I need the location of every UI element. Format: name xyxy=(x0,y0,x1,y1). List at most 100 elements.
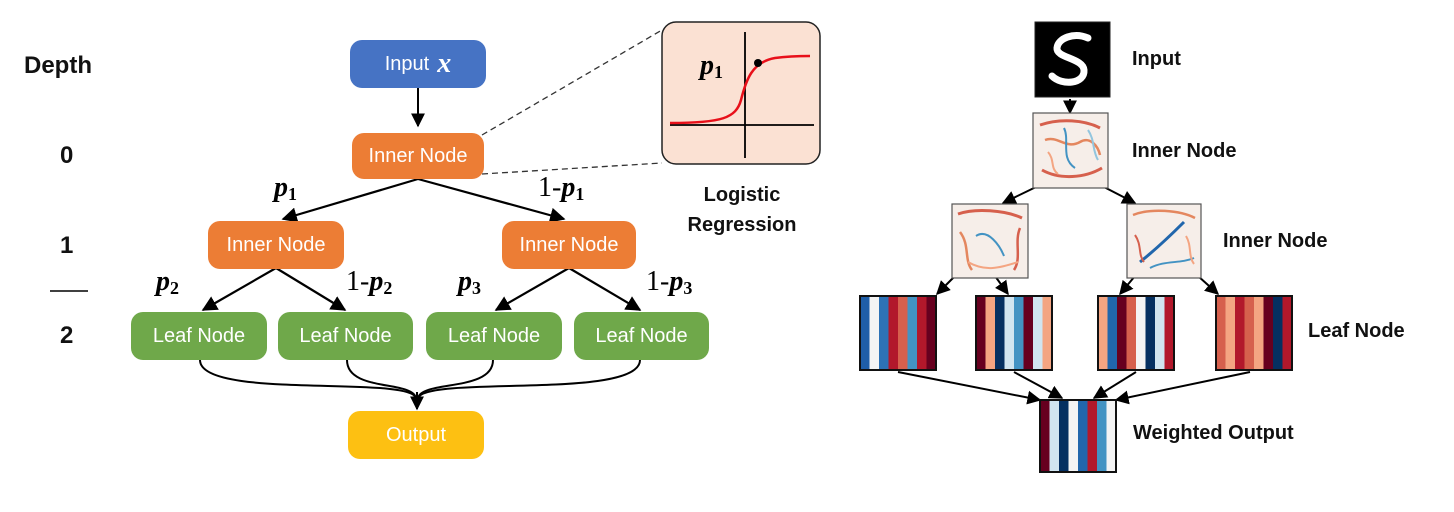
leaf-node-image-4-stripe xyxy=(1254,296,1264,370)
output-node-label: Output xyxy=(385,423,447,446)
leaf-node-image-4-stripe xyxy=(1235,296,1245,370)
r-edge-root-to-left xyxy=(1001,186,1037,204)
inset-label-p1: p1 xyxy=(700,50,723,82)
merge-curve-leaf2 xyxy=(346,359,417,399)
label-weighted-output: Weighted Output xyxy=(1133,422,1294,444)
edge-inner1-to-leaf2 xyxy=(275,267,347,311)
inner-left-filter-image xyxy=(951,203,1029,279)
inner-node-left-label: Inner Node xyxy=(226,233,326,256)
merge-curve-leaf4 xyxy=(417,359,641,399)
weighted-output-image-stripe xyxy=(1049,400,1060,472)
weighted-output-image xyxy=(1039,399,1117,473)
leaf-node-image-1-stripe xyxy=(860,296,870,370)
leaf-node-image-3-stripe xyxy=(1117,296,1127,370)
leaf-node-image-4-border xyxy=(1215,295,1293,371)
edge-label-not-p2: 1-p2 xyxy=(346,266,393,298)
leaf-node-image-1-stripe xyxy=(917,296,927,370)
leaf-node-image-1-stripe xyxy=(869,296,880,370)
leaf-node-images xyxy=(859,295,1293,371)
weighted-output-image-stripe xyxy=(1106,400,1117,472)
leaf-node-image-2-stripe xyxy=(985,296,996,370)
inner-right-filter-image xyxy=(1126,203,1202,279)
r-edge-leaf3-to-output xyxy=(1092,371,1137,399)
edge-label-p1: p1 xyxy=(274,172,297,204)
r-edge-inner1-to-leaf1 xyxy=(936,275,956,295)
weighted-output-image-stripe xyxy=(1068,400,1079,472)
input-digit-image xyxy=(1034,21,1111,98)
leaf-node-image-2-stripe xyxy=(1033,296,1043,370)
r-edge-leaf1-to-output xyxy=(897,371,1042,405)
leaf-node-image-1-stripe xyxy=(926,296,937,370)
weighted-output-image-stripe xyxy=(1078,400,1088,472)
depth-level-2: 2 xyxy=(60,322,74,349)
leaf-node-image-1-stripe xyxy=(879,296,889,370)
leaf-node-image-2-stripe xyxy=(1042,296,1053,370)
edge-root-to-right xyxy=(417,177,566,223)
logistic-inset xyxy=(661,21,821,165)
r-edge-inner2-to-leaf4 xyxy=(1197,275,1220,295)
edge-label-not-p1: 1-p1 xyxy=(538,172,585,204)
leaf-node-1-label: Leaf Node xyxy=(152,324,246,347)
leaf-node-image-2-stripe xyxy=(995,296,1005,370)
sigmoid-point xyxy=(754,59,762,67)
input-node: Input x xyxy=(350,40,486,88)
leaf-node-image-3-stripe xyxy=(1136,296,1146,370)
root-filter-image xyxy=(1032,112,1109,189)
r-edge-root-to-right xyxy=(1103,186,1137,204)
leaf-node-image-3-border xyxy=(1097,295,1175,371)
leaf-node-image-4-stripe xyxy=(1263,296,1274,370)
leaf-node-image-1-border xyxy=(859,295,937,371)
leaf-node-image-1-stripe xyxy=(898,296,908,370)
r-edge-leaf4-to-output xyxy=(1114,371,1251,405)
leaf-node-image-3-stripe xyxy=(1164,296,1175,370)
leaf-node-3: Leaf Node xyxy=(426,312,562,360)
input-node-variable: x xyxy=(437,48,452,79)
leaf-node-image-1-stripe xyxy=(888,296,899,370)
label-inner-node-level1: Inner Node xyxy=(1223,230,1328,252)
weighted-output-image-stripe xyxy=(1040,400,1050,472)
r-edge-inner2-to-leaf3 xyxy=(1119,275,1136,296)
output-node: Output xyxy=(348,411,484,459)
leaf-node-2-label: Leaf Node xyxy=(299,324,392,347)
edge-label-not-p3: 1-p3 xyxy=(646,266,693,298)
leaf-node-image-3-stripe xyxy=(1126,296,1137,370)
leaf-node-image-3-stripe xyxy=(1098,296,1108,370)
inner-node-root: Inner Node xyxy=(352,133,484,179)
zoom-line-top xyxy=(481,29,663,136)
edge-inner2-to-leaf4 xyxy=(568,267,642,311)
leaf-node-image-1-stripe xyxy=(907,296,918,370)
zoom-line-bottom xyxy=(481,162,663,175)
depth-level-0: 0 xyxy=(60,142,74,169)
label-leaf-node: Leaf Node xyxy=(1308,320,1405,342)
label-inner-node-root: Inner Node xyxy=(1132,140,1237,162)
leaf-node-image-3-stripe xyxy=(1145,296,1156,370)
leaf-node-3-label: Leaf Node xyxy=(447,324,541,347)
edge-root-to-left xyxy=(281,177,419,223)
depth-level-1: 1 xyxy=(60,232,74,259)
caption-line-2: Regression xyxy=(687,214,797,236)
edge-inner1-to-leaf1 xyxy=(201,267,277,311)
inner-node-root-label: Inner Node xyxy=(368,144,468,167)
inner-node-left: Inner Node xyxy=(208,221,344,269)
weighted-output-image-stripe xyxy=(1087,400,1098,472)
label-input: Input xyxy=(1132,48,1181,70)
leaf-node-image-2-stripe xyxy=(1014,296,1024,370)
leaf-node-2: Leaf Node xyxy=(278,312,413,360)
weighted-output-image-stripe xyxy=(1059,400,1069,472)
caption-line-1: Logistic xyxy=(703,184,781,206)
logistic-regression-caption: Logistic Regression xyxy=(672,180,812,240)
inner-node-right: Inner Node xyxy=(502,221,636,269)
inner-node-right-label: Inner Node xyxy=(519,233,619,256)
leaf-node-image-3-stripe xyxy=(1107,296,1118,370)
leaf-node-image-2-stripe xyxy=(1023,296,1034,370)
leaf-node-image-4-stripe xyxy=(1273,296,1283,370)
merge-curve-leaf1 xyxy=(199,359,417,399)
r-edge-leaf2-to-output xyxy=(1013,371,1064,399)
leaf-node-image-4-stripe xyxy=(1225,296,1236,370)
edge-label-p2: p2 xyxy=(156,266,179,298)
weighted-output-image-border xyxy=(1039,399,1117,473)
leaf-node-4-label: Leaf Node xyxy=(595,324,688,347)
weighted-output-image-stripe xyxy=(1097,400,1107,472)
depth-header: Depth xyxy=(24,52,92,79)
